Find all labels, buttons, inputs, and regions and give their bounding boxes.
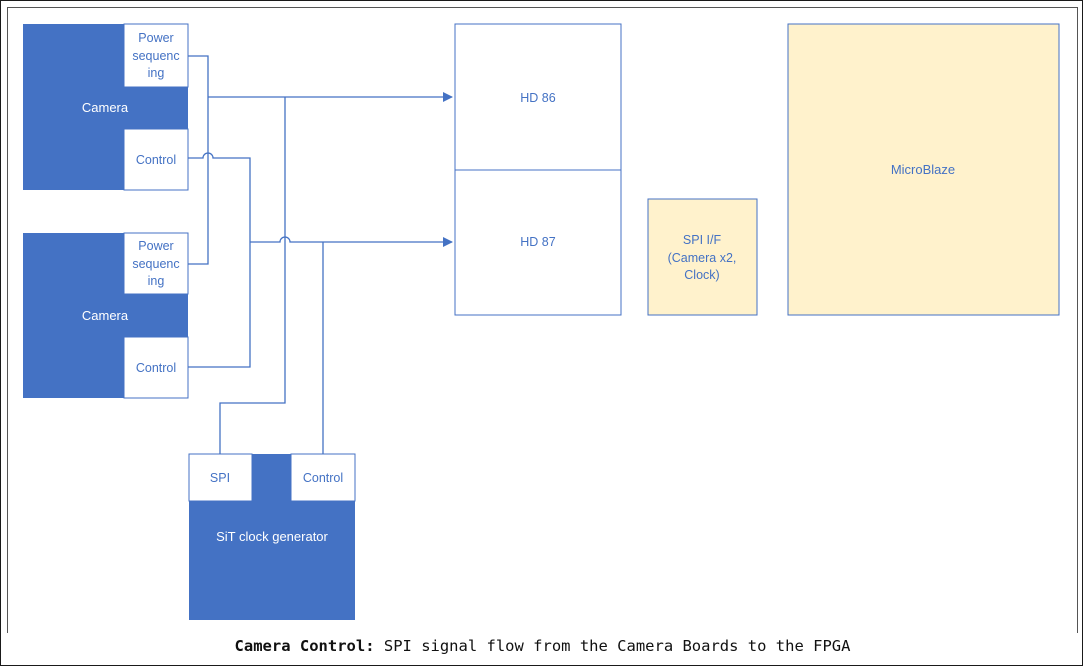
camera-board-1: Camera Power sequenc ing Control [23, 23, 189, 191]
hd87-box [454, 169, 622, 316]
caption-title: Camera Control: [234, 637, 375, 655]
camera-board-2: Camera Power sequenc ing Control [23, 232, 189, 399]
camera-2-label: Camera [82, 308, 129, 323]
hd-banks: HD 86 HD 87 [454, 23, 622, 316]
power-sequencing-link [188, 55, 209, 265]
camera-1-control-box [123, 128, 189, 191]
spi-if-line-1: SPI I/F [683, 233, 722, 247]
hd86-label: HD 86 [520, 91, 555, 105]
clock-generator-spi-label: SPI [210, 471, 230, 485]
camera-2-power-line-1: Power [138, 239, 173, 253]
hd87-label: HD 87 [520, 235, 555, 249]
signal-lines [188, 55, 453, 454]
camera-2-power-sequencing-box [123, 232, 189, 295]
camera-1-power-line-1: Power [138, 31, 173, 45]
spi-if-line-2: (Camera x2, [668, 251, 737, 265]
camera-control-link [188, 152, 251, 368]
bus-to-hd87 [250, 236, 453, 247]
microblaze-block: MicroBlaze [787, 23, 1060, 316]
inner-frame [7, 7, 1078, 633]
clock-generator-control-label: Control [303, 471, 343, 485]
camera-2-power-line-3: ing [148, 274, 165, 288]
camera-2-control-box [123, 336, 189, 399]
spi-if-box [647, 198, 758, 316]
hd86-box [454, 23, 622, 171]
figure-caption: Camera Control: SPI signal flow from the… [0, 637, 1085, 655]
camera-1-control-label: Control [136, 153, 176, 167]
microblaze-box [787, 23, 1060, 316]
camera-2-power-line-2: sequenc [132, 257, 179, 271]
caption-text: SPI signal flow from the Camera Boards t… [374, 637, 851, 655]
camera-1-power-sequencing-box [123, 23, 189, 88]
clock-generator-control-box [290, 453, 356, 502]
camera-1-power-line-2: sequenc [132, 49, 179, 63]
camera-1-power-line-3: ing [148, 66, 165, 80]
microblaze-label: MicroBlaze [891, 162, 955, 177]
camera-2-control-label: Control [136, 361, 176, 375]
spi-interface: SPI I/F (Camera x2, Clock) [647, 198, 758, 316]
clock-generator-label: SiT clock generator [216, 529, 328, 544]
clock-spi-link [219, 97, 286, 454]
clock-generator-spi-box [188, 453, 253, 502]
camera-1-label: Camera [82, 100, 129, 115]
spi-if-line-3: Clock) [684, 268, 719, 282]
clock-generator: SiT clock generator SPI Control [188, 453, 356, 620]
